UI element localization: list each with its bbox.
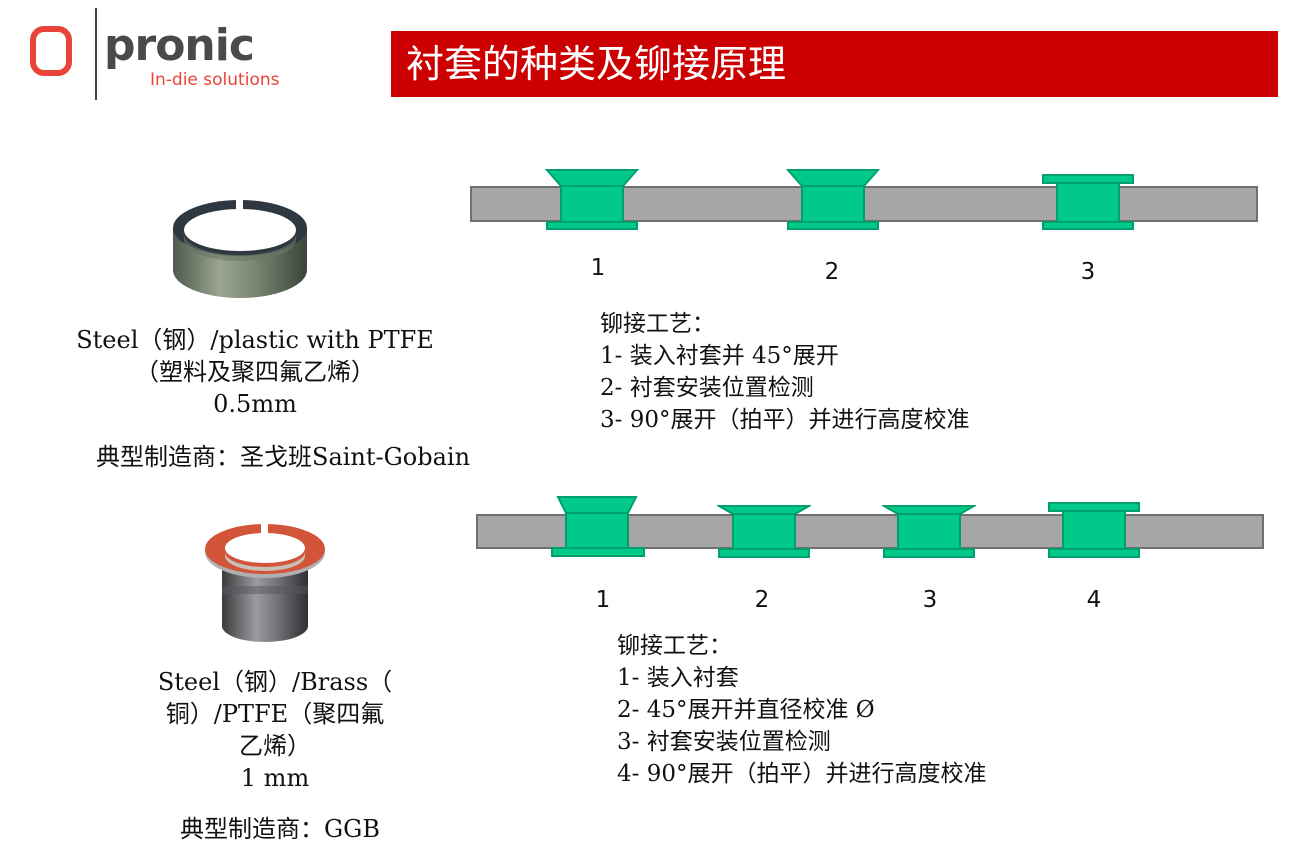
bushing-stage-2-3 (882, 505, 976, 558)
process-title: 铆接工艺： (600, 311, 715, 337)
bushing-stage-2-2 (717, 505, 811, 558)
caption-line: 0.5mm (213, 390, 297, 418)
bushing2-process: 铆接工艺： 1- 装入衬套 2- 45°展开并直径校准 Ø 3- 衬套安装位置检… (617, 630, 986, 790)
stage-number: 1 (590, 255, 606, 281)
process-step: 2- 45°展开并直径校准 Ø (617, 697, 875, 723)
process-step: 2- 衬套安装位置检测 (600, 375, 814, 401)
stage-number: 2 (824, 259, 840, 285)
title-banner (391, 31, 1278, 97)
page-title: 衬套的种类及铆接原理 (406, 42, 787, 86)
logo-name: pronic (104, 20, 255, 71)
caption-line: （塑料及聚四氟乙烯） (135, 358, 375, 386)
bushing1-process: 铆接工艺： 1- 装入衬套并 45°展开 2- 衬套安装位置检测 3- 90°展… (600, 308, 969, 436)
caption-line: Steel（钢）/plastic with PTFE (76, 326, 434, 354)
process-step: 3- 90°展开（拍平）并进行高度校准 (600, 407, 970, 433)
stage-number: 3 (1080, 259, 1096, 285)
stage-number: 3 (922, 587, 938, 613)
bushing-stage-1-2 (786, 169, 880, 230)
caption-line: 1 mm (240, 764, 310, 792)
stage-number: 4 (1086, 587, 1102, 613)
process-title: 铆接工艺： (617, 633, 732, 659)
logo-mark-icon (30, 26, 72, 76)
process-step: 1- 装入衬套 (617, 665, 739, 691)
process-step: 4- 90°展开（拍平）并进行高度校准 (617, 761, 987, 787)
caption-line: Steel（钢）/Brass（ (157, 668, 393, 696)
bushing1-caption: Steel（钢）/plastic with PTFE （塑料及聚四氟乙烯） 0.… (70, 324, 440, 420)
logo-tagline: In-die solutions (150, 70, 280, 90)
stage-number: 2 (754, 587, 770, 613)
caption-line: 铜）/PTFE（聚四氟 (165, 700, 385, 728)
bushing1-maker: 典型制造商：圣戈班Saint-Gobain (96, 443, 471, 471)
process-step: 1- 装入衬套并 45°展开 (600, 343, 839, 369)
logo-divider (95, 8, 97, 100)
bushing-stage-1-3 (1042, 174, 1134, 230)
bushing2-maker: 典型制造商：GGB (180, 815, 380, 843)
bushing-stage-2-1 (551, 496, 645, 557)
caption-line: 乙烯） (239, 732, 311, 760)
bushing-photo-steel-plastic (173, 199, 307, 298)
bushing-stage-1-1 (545, 169, 639, 230)
bushing-photo-steel-brass (205, 522, 325, 642)
process-step: 3- 衬套安装位置检测 (617, 729, 831, 755)
stage-number: 1 (595, 587, 611, 613)
bushing2-caption: Steel（钢）/Brass（ 铜）/PTFE（聚四氟 乙烯） 1 mm (150, 666, 400, 794)
bushing-stage-2-4 (1048, 502, 1140, 558)
